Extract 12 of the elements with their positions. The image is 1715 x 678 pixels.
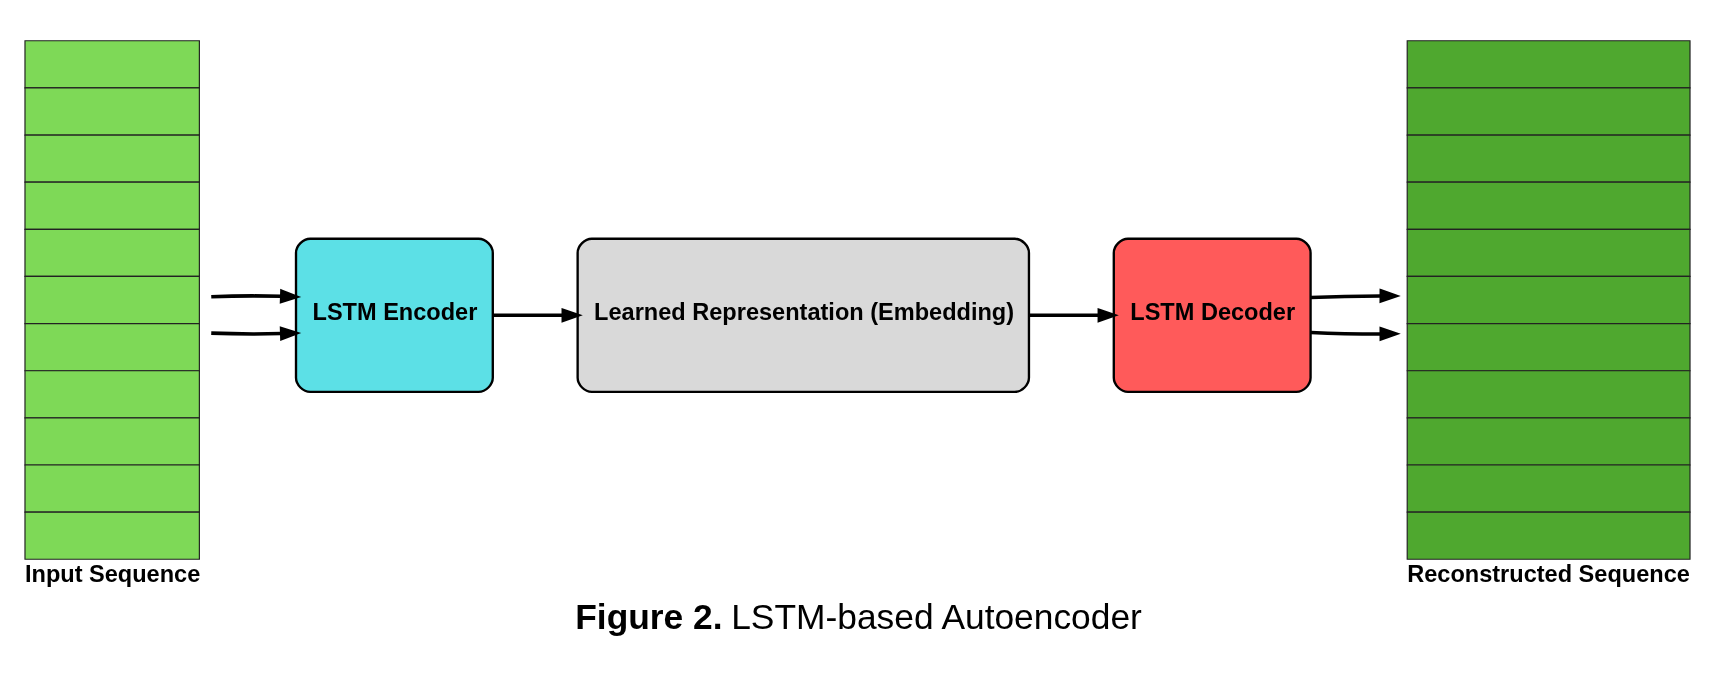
node-box: Learned Representation (Embedding) [576, 237, 1031, 393]
arrow [492, 307, 583, 323]
arrow [1029, 307, 1119, 323]
node-label: Input Sequence [24, 560, 201, 587]
node-box: LSTM Encoder [294, 237, 494, 393]
arrow [1310, 325, 1401, 341]
arrow [211, 325, 302, 341]
node-label: Reconstructed Sequence [1407, 560, 1690, 587]
node-box: LSTM Decoder [1112, 237, 1312, 393]
caption: Figure 2. LSTM-based Autoencoder [575, 596, 1142, 636]
arrow [1310, 287, 1401, 303]
arrow [211, 288, 302, 304]
